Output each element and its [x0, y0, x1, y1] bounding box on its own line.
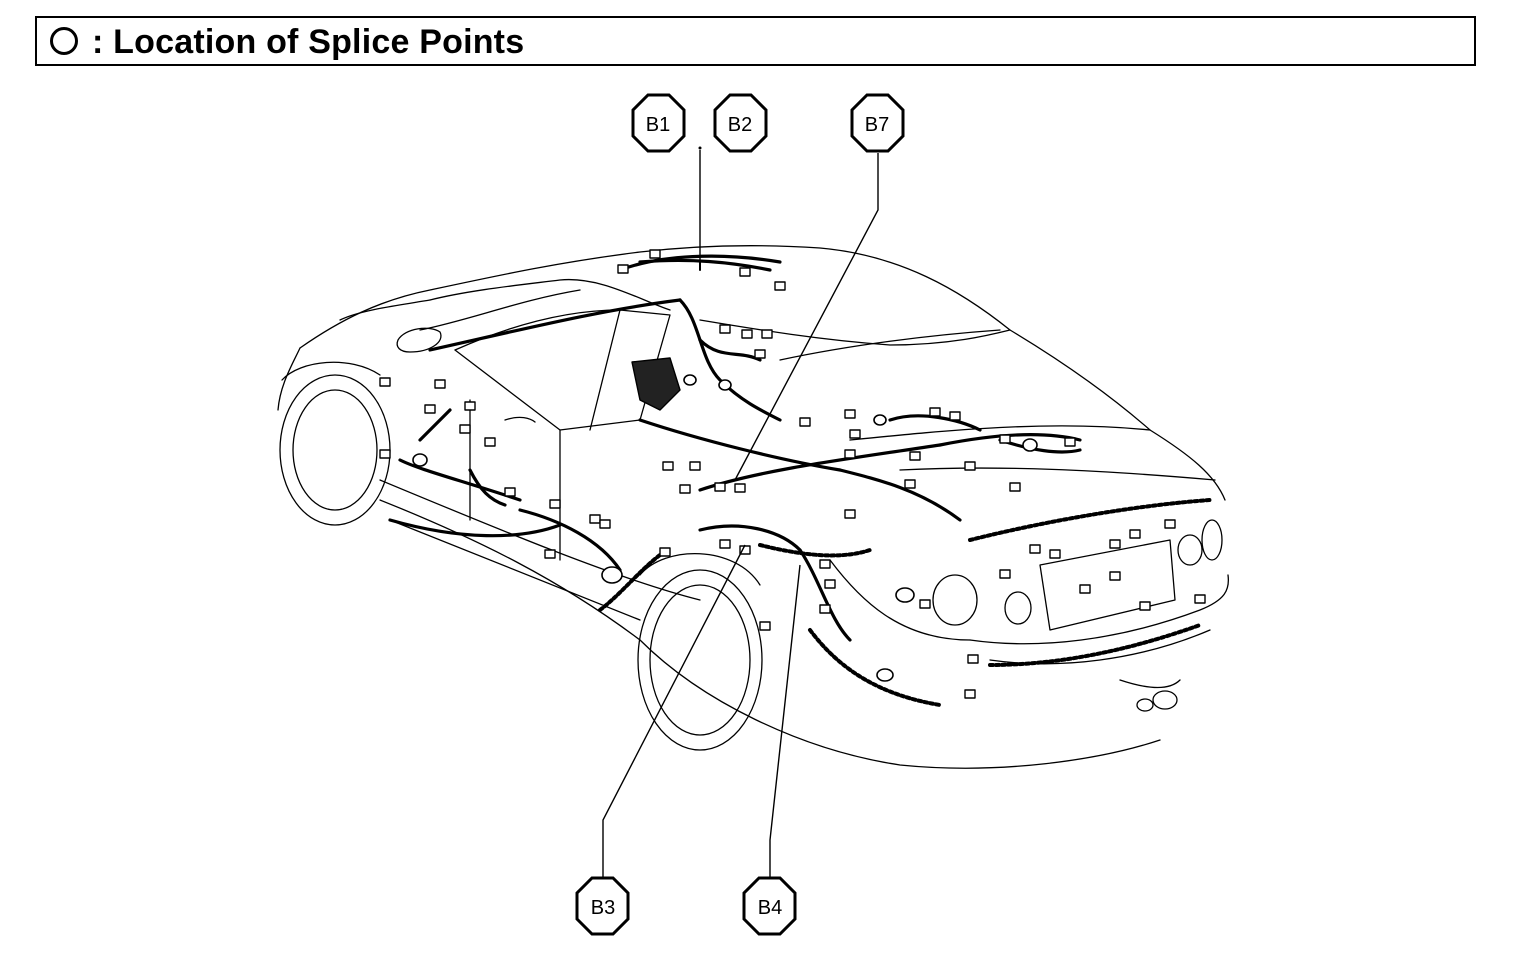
leader-b4 — [769, 564, 801, 878]
splice-label-b7-text: B7 — [865, 114, 889, 136]
circle-icon — [50, 27, 78, 55]
splice-label-b1: B1 — [631, 93, 686, 153]
title-bar: : Location of Splice Points — [35, 16, 1476, 66]
rear-harness — [598, 498, 1212, 707]
splice-label-b4: B4 — [742, 876, 797, 936]
connectors — [379, 249, 1206, 699]
splice-label-b1-text: B1 — [646, 114, 670, 136]
leader-dot — [698, 146, 702, 150]
car-body — [277, 245, 1230, 769]
control-unit — [631, 357, 681, 411]
splice-label-b2-text: B2 — [728, 114, 752, 136]
splice-label-b3: B3 — [575, 876, 630, 936]
splice-label-b3-text: B3 — [591, 897, 615, 919]
splice-label-b4-text: B4 — [758, 897, 782, 919]
splice-label-b2: B2 — [713, 93, 768, 153]
leader-b7 — [734, 153, 879, 481]
wire-harness — [388, 254, 1082, 642]
leader-lines — [602, 150, 879, 878]
splice-label-b7: B7 — [850, 93, 905, 153]
fittings — [412, 374, 1038, 682]
leader-b3 — [602, 544, 746, 878]
page-title: : Location of Splice Points — [92, 23, 525, 61]
